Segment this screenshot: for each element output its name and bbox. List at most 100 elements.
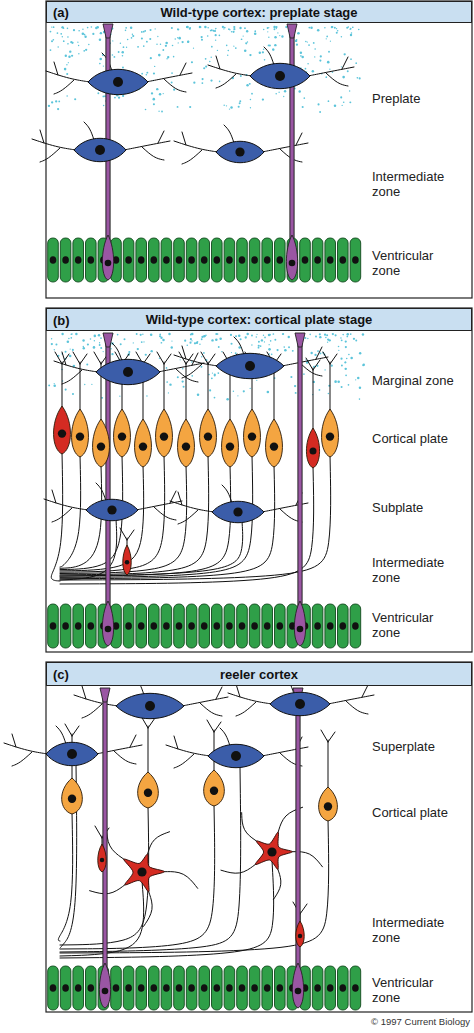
- panel-title: Wild-type cortex: preplate stage: [47, 5, 471, 20]
- cell-nucleus: [239, 256, 246, 264]
- reelin-dot: [162, 339, 165, 342]
- reelin-dot: [191, 333, 194, 336]
- reelin-dot: [214, 374, 216, 376]
- cell-nucleus: [151, 256, 158, 264]
- glial-endfoot: [103, 333, 113, 347]
- reelin-dot: [215, 28, 216, 29]
- reelin-dot: [87, 343, 89, 345]
- reelin-dot: [62, 36, 63, 37]
- reelin-dot: [245, 336, 247, 338]
- reelin-dot: [196, 342, 198, 344]
- cell-nucleus: [75, 256, 82, 264]
- reelin-dot: [171, 82, 173, 84]
- neurite: [342, 57, 348, 69]
- reelin-dot: [103, 351, 104, 352]
- neurite: [60, 881, 144, 956]
- reelin-dot: [326, 38, 327, 39]
- reelin-dot: [315, 336, 317, 338]
- neurite: [221, 864, 255, 873]
- neurite: [362, 685, 368, 697]
- reelin-dot: [268, 334, 271, 337]
- migrating-neuron: [54, 406, 71, 454]
- reelin-dot: [288, 336, 290, 338]
- reelin-dot: [342, 334, 344, 336]
- reelin-dot: [213, 30, 215, 32]
- reelin-dot: [156, 88, 158, 90]
- neurite: [4, 743, 48, 754]
- neurite: [346, 701, 368, 714]
- reelin-dot: [73, 29, 75, 31]
- preplate-neuron: [46, 742, 98, 765]
- ventricular-cell: [224, 604, 235, 648]
- ventricular-cell: [60, 238, 71, 282]
- reelin-dot: [238, 106, 240, 108]
- preplate-neuron: [88, 69, 148, 94]
- panel-letter: (c): [53, 667, 69, 682]
- cortical-plate-neuron: [156, 409, 173, 457]
- neurite: [313, 368, 314, 430]
- reelin-dot: [344, 361, 346, 363]
- reelin-dot: [53, 26, 55, 28]
- reelin-dot: [259, 52, 261, 54]
- ventricular-cell: [212, 604, 223, 648]
- cortical-plate-neuron: [200, 409, 217, 457]
- reelin-dot: [122, 55, 124, 57]
- reelin-dot: [254, 33, 257, 36]
- cell-nucleus: [50, 256, 57, 264]
- reelin-dot: [117, 334, 119, 336]
- cell-nucleus: [327, 256, 334, 264]
- preplate-neuron: [96, 359, 160, 384]
- reelin-dot: [305, 68, 307, 70]
- reelin-dot: [276, 349, 278, 351]
- reelin-dot: [292, 350, 294, 352]
- reelin-dot: [87, 27, 89, 29]
- reelin-dot: [231, 352, 232, 353]
- reelin-dot: [72, 349, 74, 351]
- ventricular-cell: [325, 604, 336, 648]
- reelin-dot: [132, 34, 133, 35]
- reelin-dot: [189, 28, 191, 30]
- cell-bodies: [46, 63, 361, 1010]
- neurite: [107, 826, 124, 859]
- neurite: [208, 354, 215, 364]
- ventricular-cell: [237, 604, 248, 648]
- reelin-dot: [320, 353, 322, 355]
- neurite: [51, 452, 62, 581]
- reelin-dot: [272, 49, 274, 51]
- cell-nucleus: [188, 622, 195, 630]
- reelin-dot: [150, 57, 152, 59]
- neurite: [216, 74, 236, 88]
- reelin-dot: [53, 385, 56, 388]
- neurite: [180, 63, 186, 75]
- reelin-dot: [86, 363, 88, 365]
- panel-letter: (a): [53, 5, 69, 20]
- cell-nucleus: [163, 256, 170, 264]
- panel-frame: [46, 662, 472, 1012]
- neurite: [80, 354, 87, 364]
- ventricular-cell: [73, 238, 84, 282]
- reelin-dot: [229, 108, 230, 109]
- migrating-neuron: [306, 428, 319, 468]
- neurite: [154, 507, 176, 520]
- reelin-dot: [66, 73, 68, 75]
- ventricular-cell: [161, 238, 172, 282]
- reelin-dot: [120, 42, 122, 44]
- cell-nucleus: [50, 984, 57, 992]
- cell-nucleus: [151, 622, 158, 630]
- ventricular-cell: [186, 604, 197, 648]
- reelin-dot: [146, 41, 148, 43]
- reelin-dot: [264, 341, 265, 342]
- neurite: [174, 754, 194, 768]
- reelin-dot: [187, 41, 189, 43]
- reelin-dot: [302, 106, 304, 108]
- zone-label: Ventricular zone: [372, 610, 458, 640]
- neurite: [164, 354, 171, 364]
- cell-nucleus: [67, 749, 77, 759]
- reelin-dot: [243, 390, 245, 392]
- reelin-dot: [359, 77, 361, 79]
- reelin-dot: [66, 64, 67, 65]
- ventricular-cell: [237, 238, 248, 282]
- neurite: [186, 354, 193, 364]
- cell-nucleus: [88, 984, 95, 992]
